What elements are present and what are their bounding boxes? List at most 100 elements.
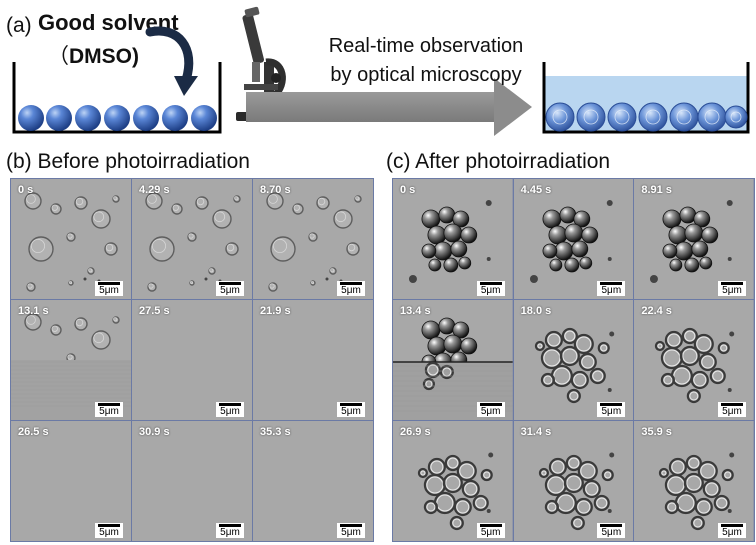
frame-timestamp: 30.9 s	[139, 426, 170, 438]
observation-line-2: by optical microscopy	[330, 64, 522, 86]
scale-bar-label: 5μm	[99, 285, 119, 296]
panel_b-frame: 21.9 s 5μm	[253, 300, 373, 420]
scale-bar-label: 5μm	[601, 406, 622, 417]
micrograph-image	[513, 300, 634, 420]
scale-bar-label: 5μm	[601, 285, 622, 296]
micrograph-image	[132, 179, 252, 299]
scale-bar: 5μm	[216, 281, 244, 296]
frame-timestamp: 4.29 s	[139, 184, 170, 196]
panel_c-frame: 35.9 s 5μm	[634, 421, 754, 541]
micrograph-image	[253, 179, 373, 299]
micrograph-image	[11, 421, 131, 541]
scale-bar: 5μm	[337, 523, 365, 538]
scale-bar-label: 5μm	[220, 285, 240, 296]
frame-timestamp: 27.5 s	[139, 305, 170, 317]
panel_c-frame: 31.4 s 5μm	[513, 421, 634, 541]
scale-bar-line	[219, 282, 241, 285]
frame-timestamp: 26.5 s	[18, 426, 49, 438]
observation-line-1: Real-time observation	[328, 35, 524, 57]
micrograph-image	[513, 179, 634, 299]
frame-timestamp: 8.91 s	[641, 184, 672, 196]
frame-timestamp: 13.4 s	[400, 305, 431, 317]
scale-bar-label: 5μm	[341, 285, 361, 296]
process-arrow	[246, 78, 532, 136]
panel-a-label: (a)	[6, 14, 32, 37]
scale-bar-line	[98, 282, 120, 285]
scale-bar-line	[219, 403, 241, 406]
panel_c-frame: 18.0 s 5μm	[513, 300, 634, 420]
panel_b-frame: 13.1 s 5μm	[11, 300, 131, 420]
scale-bar: 5μm	[597, 281, 626, 296]
frame-timestamp: 35.9 s	[641, 426, 672, 438]
scale-bar: 5μm	[717, 523, 746, 538]
scale-bar-label: 5μm	[722, 406, 742, 417]
scale-bar-line	[479, 524, 502, 527]
frame-timestamp: 18.0 s	[520, 305, 552, 317]
scale-bar: 5μm	[476, 523, 505, 538]
scale-bar: 5μm	[597, 523, 626, 538]
panel_b-frame: 27.5 s 5μm	[132, 300, 252, 420]
left-spheres	[18, 105, 217, 131]
micrograph-image	[393, 421, 513, 541]
scale-bar-line	[479, 403, 502, 406]
scale-bar: 5μm	[337, 281, 365, 296]
micrograph-image	[393, 179, 513, 299]
scale-bar-line	[600, 524, 623, 527]
scale-bar-line	[98, 403, 120, 406]
scale-bar-line	[219, 524, 241, 527]
scale-bar-line	[600, 403, 623, 406]
scale-bar: 5μm	[476, 402, 505, 417]
frame-timestamp: 35.3 s	[260, 426, 291, 438]
scale-bar-label: 5μm	[480, 406, 501, 417]
pour-arrow-icon	[145, 26, 198, 96]
scale-bar: 5μm	[216, 402, 244, 417]
panel_b-frame: 0 s 5μm	[11, 179, 131, 299]
panel_b-frame: 26.5 s 5μm	[11, 421, 131, 541]
micrograph-image	[132, 421, 252, 541]
scale-bar-label: 5μm	[722, 527, 742, 538]
micrograph-image	[634, 179, 754, 299]
scale-bar: 5μm	[717, 402, 746, 417]
scale-bar: 5μm	[95, 402, 123, 417]
scale-bar-label: 5μm	[341, 406, 361, 417]
observation-caption: Real-time observation by optical microsc…	[308, 32, 544, 90]
scale-bar: 5μm	[717, 281, 746, 296]
panel_c-frame: 26.9 s 5μm	[393, 421, 513, 541]
micrograph-image	[253, 421, 373, 541]
frame-timestamp: 31.4 s	[520, 426, 552, 438]
scale-bar-line	[98, 524, 120, 527]
panel_c-frame: 13.4 s 5μm	[393, 300, 513, 420]
scale-bar-line	[720, 282, 743, 285]
micrograph-image	[11, 300, 131, 420]
solvent-abbreviation: （DMSO)	[48, 40, 139, 70]
scale-bar-label: 5μm	[99, 527, 119, 538]
micrograph-image	[11, 179, 131, 299]
scale-bar-label: 5μm	[220, 527, 240, 538]
micrograph-image	[132, 300, 252, 420]
right-swollen-spheres	[545, 102, 748, 132]
panel_b-frame: 30.9 s 5μm	[132, 421, 252, 541]
frame-timestamp: 26.9 s	[400, 426, 431, 438]
frame-timestamp: 0 s	[18, 184, 34, 196]
solvent-abbr-text: DMSO	[69, 45, 132, 68]
scale-bar-line	[720, 524, 743, 527]
scale-bar-line	[340, 524, 362, 527]
scale-bar-line	[720, 403, 743, 406]
scale-bar-line	[600, 282, 623, 285]
frame-timestamp: 21.9 s	[260, 305, 291, 317]
panel-c-title: (c) After photoirradiation	[386, 150, 611, 173]
panel-b-title: (b) Before photoirradiation	[6, 150, 250, 173]
scale-bar: 5μm	[216, 523, 244, 538]
frame-timestamp: 13.1 s	[18, 305, 49, 317]
micrograph-image	[513, 421, 634, 541]
scale-bar-line	[340, 403, 362, 406]
scale-bar-label: 5μm	[480, 285, 501, 296]
scale-bar: 5μm	[337, 402, 365, 417]
panel_c-frame: 8.91 s 5μm	[634, 179, 754, 299]
